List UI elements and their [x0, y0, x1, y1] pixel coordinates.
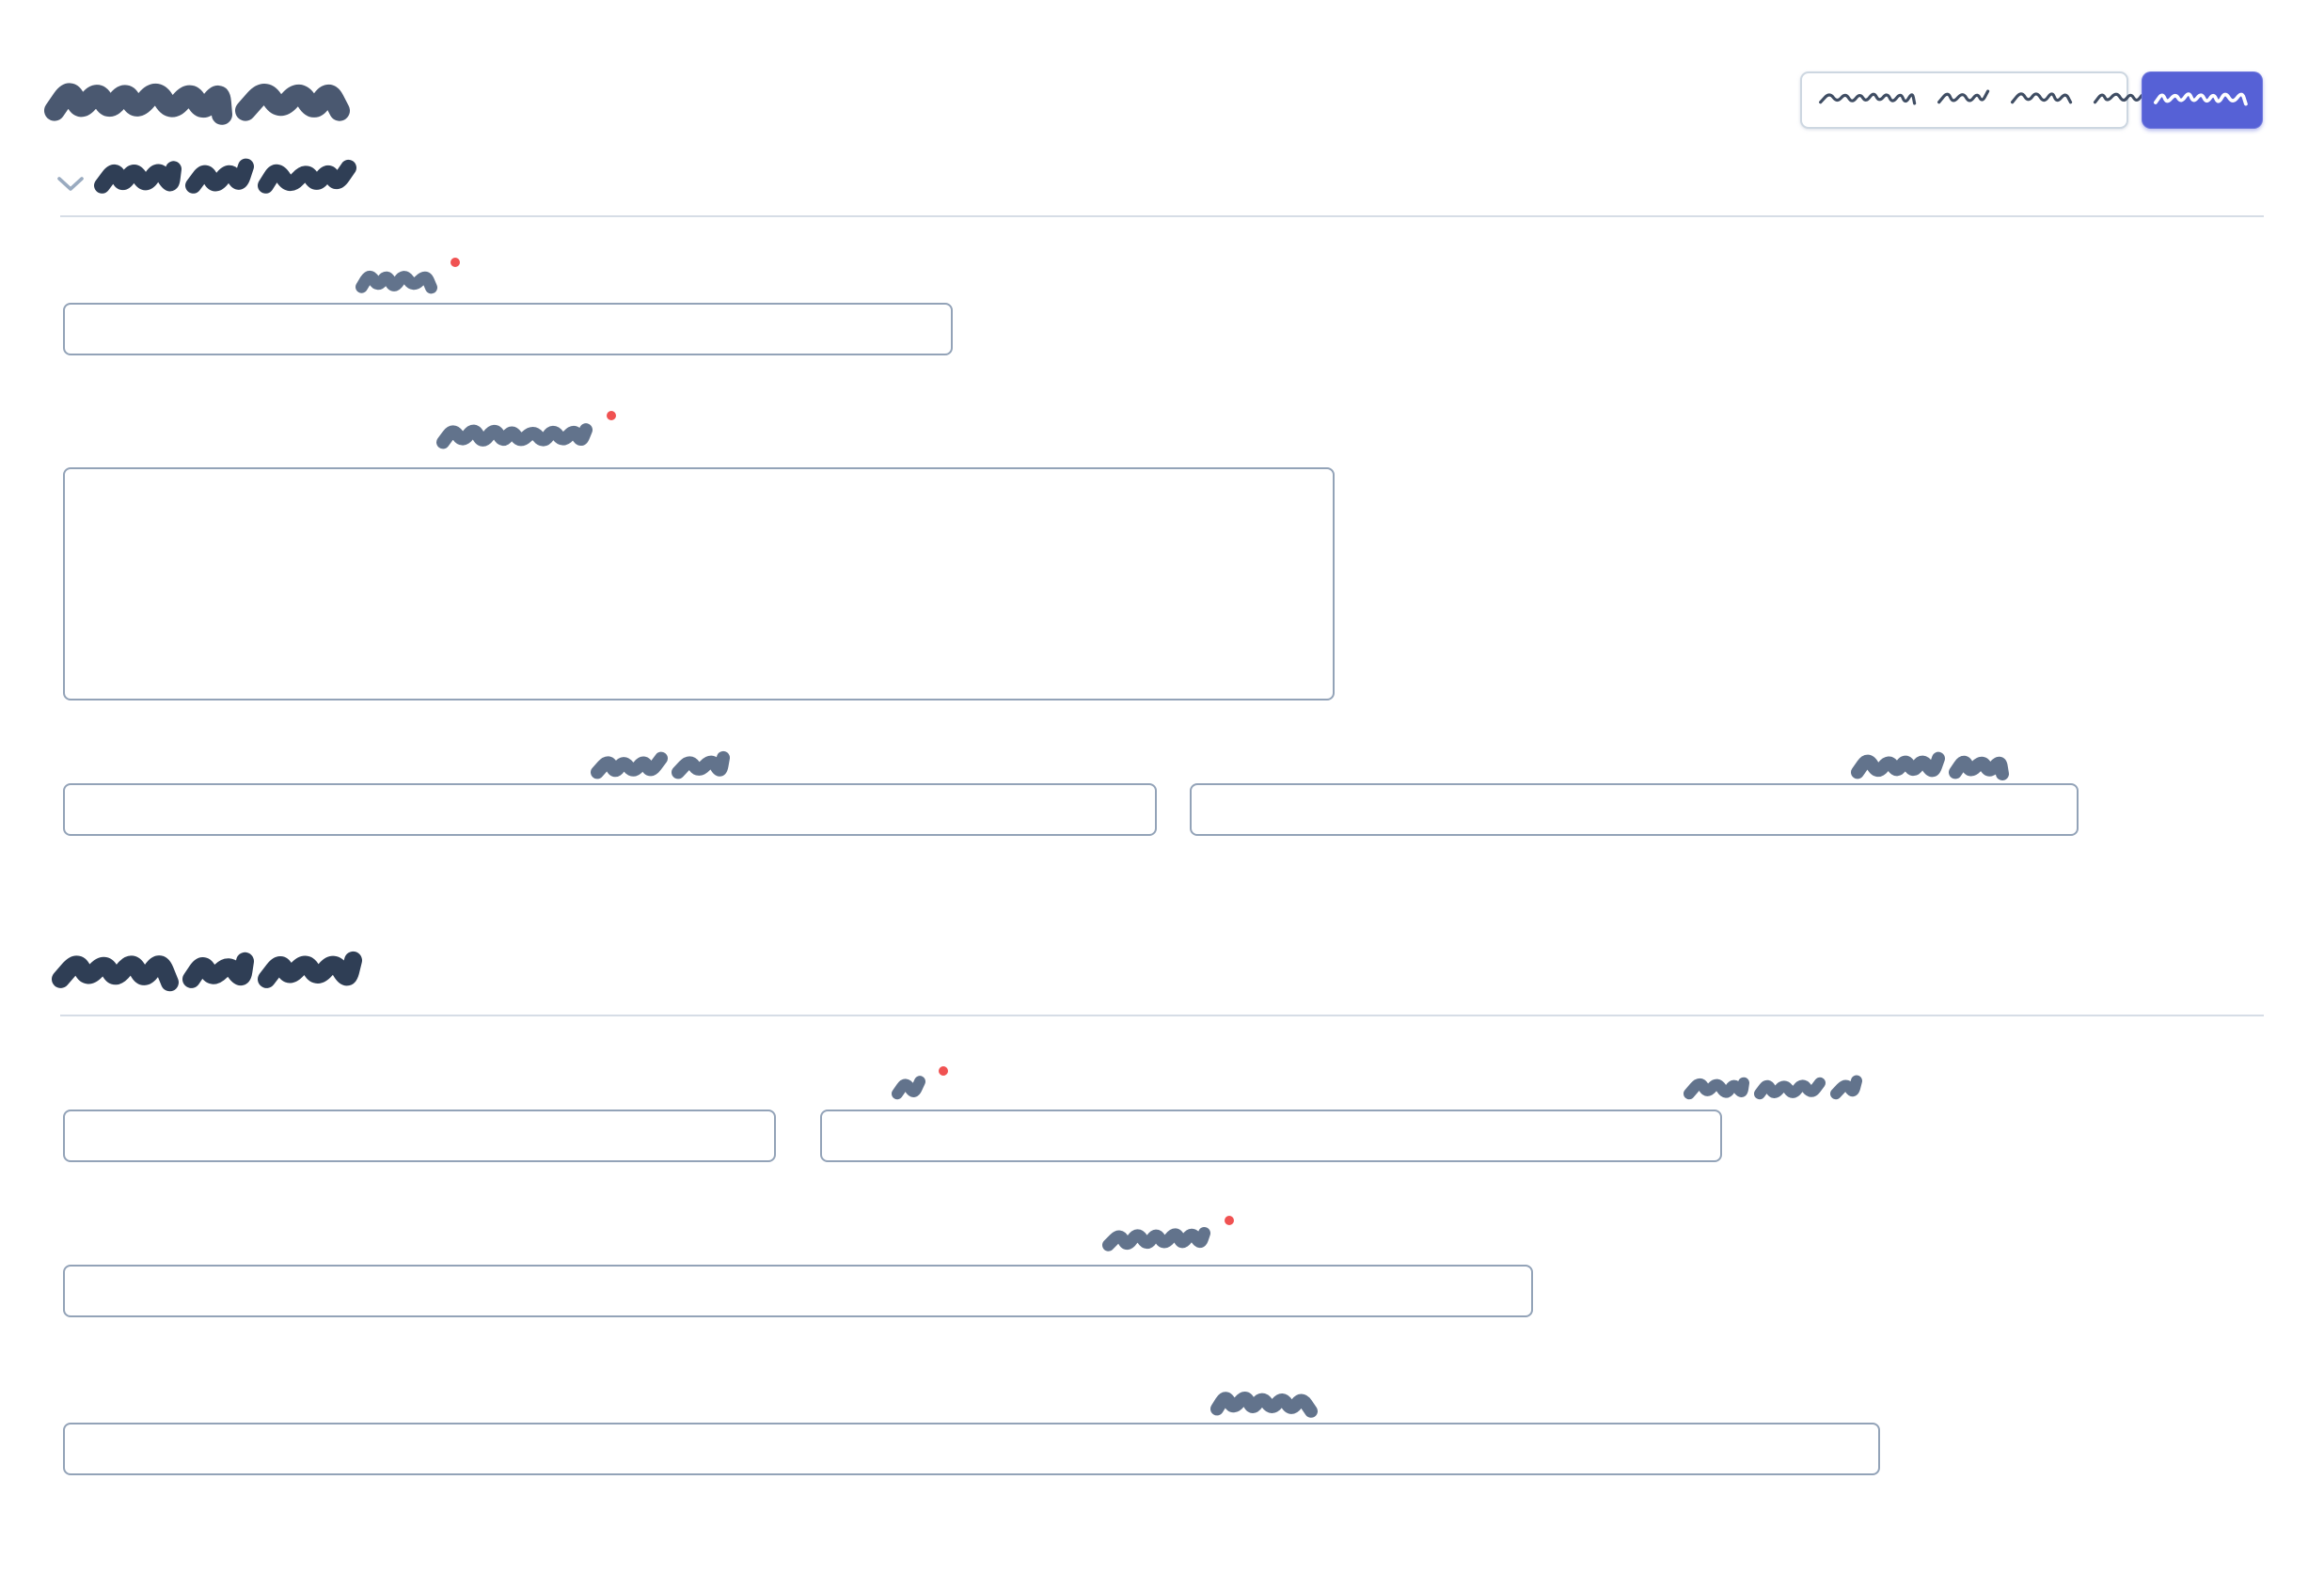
field-8-input[interactable] [63, 1423, 1880, 1475]
field-1-input[interactable] [63, 303, 953, 355]
page-title [42, 72, 352, 133]
section-1-header[interactable] [56, 158, 358, 203]
field-6-input[interactable] [820, 1110, 1722, 1162]
field-8-label [1209, 1384, 1320, 1424]
field-2-label [435, 411, 617, 457]
submit-button[interactable] [2142, 71, 2263, 129]
field-6-label [1682, 1072, 1864, 1107]
field-4-input[interactable] [1190, 783, 2079, 836]
section-2-divider [60, 1015, 2264, 1016]
field-1-label [354, 257, 461, 301]
field-4-label [1849, 748, 2011, 787]
search-input[interactable] [1800, 71, 2199, 129]
chevron-down-icon [56, 176, 85, 193]
submit-button-label [2152, 87, 2250, 111]
field-3-input[interactable] [63, 783, 1157, 836]
required-dot [451, 257, 461, 267]
required-dot [938, 1066, 948, 1076]
field-7-label [1100, 1215, 1234, 1259]
field-2-textarea[interactable] [63, 467, 1335, 700]
field-7-input[interactable] [63, 1265, 1533, 1317]
field-3-label [589, 748, 732, 787]
required-dot [607, 411, 617, 420]
field-5-label [890, 1066, 948, 1107]
section-2-header [51, 952, 364, 997]
field-5-input[interactable] [63, 1110, 776, 1162]
section-1-divider [60, 215, 2264, 217]
required-dot [1224, 1215, 1234, 1225]
section-2-title [50, 946, 364, 999]
section-1-title [92, 155, 358, 203]
